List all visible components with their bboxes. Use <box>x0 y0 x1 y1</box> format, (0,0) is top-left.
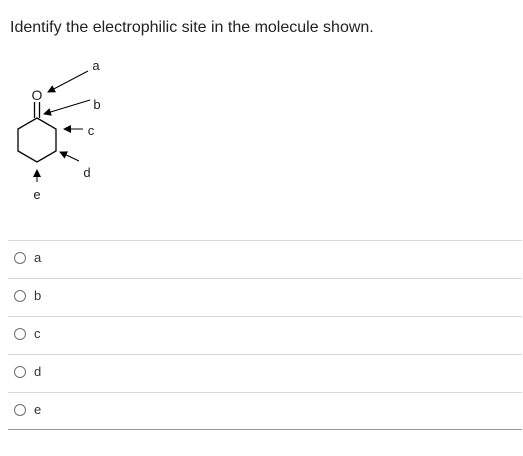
radio-button-c[interactable] <box>14 328 26 340</box>
site-label-a: a <box>92 58 100 73</box>
option-e[interactable]: e <box>0 392 523 430</box>
radio-button-e[interactable] <box>14 404 26 416</box>
option-label-d: d <box>34 364 42 379</box>
radio-button-d[interactable] <box>14 366 26 378</box>
site-label-b: b <box>93 97 100 112</box>
question-text: Identify the electrophilic site in the m… <box>10 19 374 36</box>
radio-button-a[interactable] <box>14 252 26 264</box>
radio-button-b[interactable] <box>14 290 26 302</box>
option-a[interactable]: a <box>0 240 523 278</box>
answer-options: a b c d e <box>0 240 523 430</box>
option-b[interactable]: b <box>0 278 523 316</box>
oxygen-atom-label: O <box>32 87 43 103</box>
option-divider <box>8 278 522 279</box>
option-label-e: e <box>34 402 42 417</box>
option-label-c: c <box>34 326 41 341</box>
options-bottom-border <box>8 429 522 430</box>
arrow-d <box>59 151 80 162</box>
option-d[interactable]: d <box>0 354 523 392</box>
site-label-d: d <box>83 165 90 180</box>
arrow-a <box>47 70 89 93</box>
option-divider <box>8 354 522 355</box>
site-label-e: e <box>33 187 40 202</box>
option-divider <box>8 316 522 317</box>
option-divider <box>8 392 522 393</box>
site-label-c: c <box>88 123 95 138</box>
option-label-b: b <box>34 288 42 303</box>
option-label-a: a <box>34 250 42 265</box>
arrow-b <box>43 99 91 116</box>
cyclohexane-ring <box>17 117 57 163</box>
molecule-figure: O a b c d e <box>8 50 148 210</box>
option-c[interactable]: c <box>0 316 523 354</box>
cyclohexanone-diagram: O a b c d e <box>17 58 101 202</box>
option-divider <box>8 240 522 241</box>
